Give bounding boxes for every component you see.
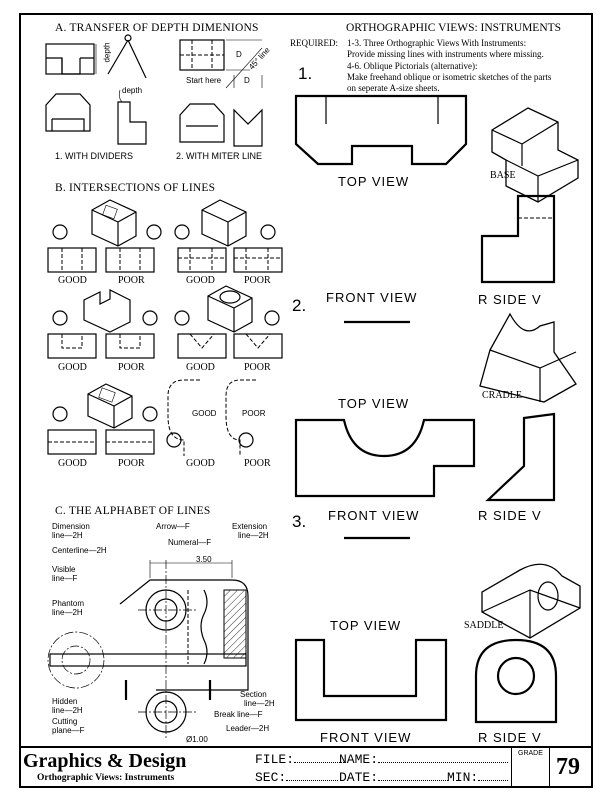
depth-label-2: depth <box>122 86 143 95</box>
p1-base-label: BASE <box>490 170 516 181</box>
c-break: Break line—F <box>214 710 263 719</box>
grade-label: GRADE <box>518 750 543 757</box>
c-visible-a: Visible <box>52 565 76 574</box>
d-label-2: D <box>244 76 250 85</box>
sheet-title: ORTHOGRAPHIC VIEWS: INSTRUMENTS <box>346 22 562 34</box>
c-section-b: line—2H <box>244 699 275 708</box>
date-field[interactable]: DATE: <box>339 770 449 785</box>
p3-rside-label-2: R SIDE V <box>478 730 542 745</box>
p1-top-view-label: TOP VIEW <box>338 174 410 189</box>
c-cutting-a: Cutting <box>52 717 78 726</box>
section-a-title: A. TRANSFER OF DEPTH DIMENIONS <box>55 22 259 34</box>
p3-front-view-label-2: FRONT VIEW <box>320 730 412 745</box>
brand-title: Graphics & Design <box>23 750 187 772</box>
c-section-a: Section <box>240 690 267 699</box>
c-hidden-b: line—2H <box>52 706 83 715</box>
problem-1-number: 1. <box>298 64 313 83</box>
page-number-box: 79 <box>549 748 592 788</box>
file-label: FILE: <box>255 752 295 767</box>
b-r2-left-poor: POOR <box>118 362 145 373</box>
b-r2-right-poor: POOR <box>244 362 271 373</box>
grade-box[interactable]: GRADE <box>511 748 550 788</box>
required-line-3: 4-6. Oblique Pictorials (alternative): <box>347 61 478 71</box>
p2-top-view-label: TOP VIEW <box>338 396 410 411</box>
required-line-4: Make freehand oblique or isometric sketc… <box>347 72 552 82</box>
b-r3-left-good: GOOD <box>58 458 87 469</box>
p3-top-view-label: TOP VIEW <box>330 618 402 633</box>
required-line-1: 1-3. Three Orthographic Views With Instr… <box>347 38 527 48</box>
p3-front-view-label: FRONT VIEW <box>328 508 420 523</box>
p2-cradle-label: CRADLE <box>482 390 522 401</box>
title-block: Graphics & Design Orthographic Views: In… <box>19 746 593 788</box>
page-number: 79 <box>556 754 580 780</box>
min-field[interactable]: MIN: <box>447 770 509 785</box>
b-r3-right-good: GOOD <box>186 458 215 469</box>
date-label: DATE: <box>339 770 379 785</box>
section-b-title: B. INTERSECTIONS OF LINES <box>55 182 216 194</box>
caption-miter: 2. WITH MITER LINE <box>176 151 263 161</box>
b-r3-left-poor: POOR <box>118 458 145 469</box>
c-centerline: Centerline—2H <box>52 546 107 555</box>
section-c-title: C. THE ALPHABET OF LINES <box>55 505 211 517</box>
b-inner-poor: POOR <box>242 409 266 418</box>
c-leader: Leader—2H <box>226 724 270 733</box>
c-dimension-b: line—2H <box>52 531 83 540</box>
p3-rside-label: R SIDE V <box>478 508 542 523</box>
sec-label: SEC: <box>255 770 287 785</box>
sec-field[interactable]: SEC: <box>255 770 339 785</box>
problem-3-number: 3. <box>292 512 307 531</box>
brand-subtitle: Orthographic Views: Instruments <box>37 773 175 783</box>
c-dim-value: 3.50 <box>196 555 212 564</box>
caption-dividers: 1. WITH DIVIDERS <box>55 151 134 161</box>
c-cutting-b: plane—F <box>52 726 85 735</box>
b-r3-right-poor: POOR <box>244 458 271 469</box>
required-line-2: Provide missing lines with instruments w… <box>347 49 544 59</box>
file-field[interactable]: FILE: <box>255 752 347 767</box>
d-label-1: D <box>236 50 242 59</box>
c-extension-a: Extension <box>232 522 268 531</box>
c-numeral: Numeral—F <box>168 538 212 547</box>
b-r2-left-good: GOOD <box>58 362 87 373</box>
b-r2-right-good: GOOD <box>186 362 215 373</box>
b-r1-right-poor: POOR <box>244 275 271 286</box>
c-phantom-a: Phantom <box>52 599 85 608</box>
c-dimension-a: Dimension <box>52 522 90 531</box>
b-inner-good: GOOD <box>192 409 217 418</box>
c-phantom-b: line—2H <box>52 608 83 617</box>
drawing-sheet <box>19 13 593 788</box>
required-line-5: on seperate A-size sheets. <box>347 83 440 93</box>
p2-front-view-label: FRONT VIEW <box>326 290 418 305</box>
name-field[interactable]: NAME: <box>339 752 509 767</box>
name-label: NAME: <box>339 752 379 767</box>
problem-2-number: 2. <box>292 296 307 315</box>
c-extension-b: line—2H <box>238 531 269 540</box>
min-label: MIN: <box>447 770 479 785</box>
b-r1-left-good: GOOD <box>58 275 87 286</box>
c-visible-b: line—F <box>52 574 78 583</box>
c-arrow: Arrow—F <box>156 522 190 531</box>
required-label: REQUIRED: <box>290 38 338 48</box>
p2-rside-label: R SIDE V <box>478 292 542 307</box>
c-hidden-a: Hidden <box>52 697 78 706</box>
p3-saddle-label: SADDLE <box>464 620 504 631</box>
b-r1-right-good: GOOD <box>186 275 215 286</box>
c-dia: Ø1.00 <box>186 735 208 744</box>
b-r1-left-poor: POOR <box>118 275 145 286</box>
start-here-label: Start here <box>186 76 222 85</box>
